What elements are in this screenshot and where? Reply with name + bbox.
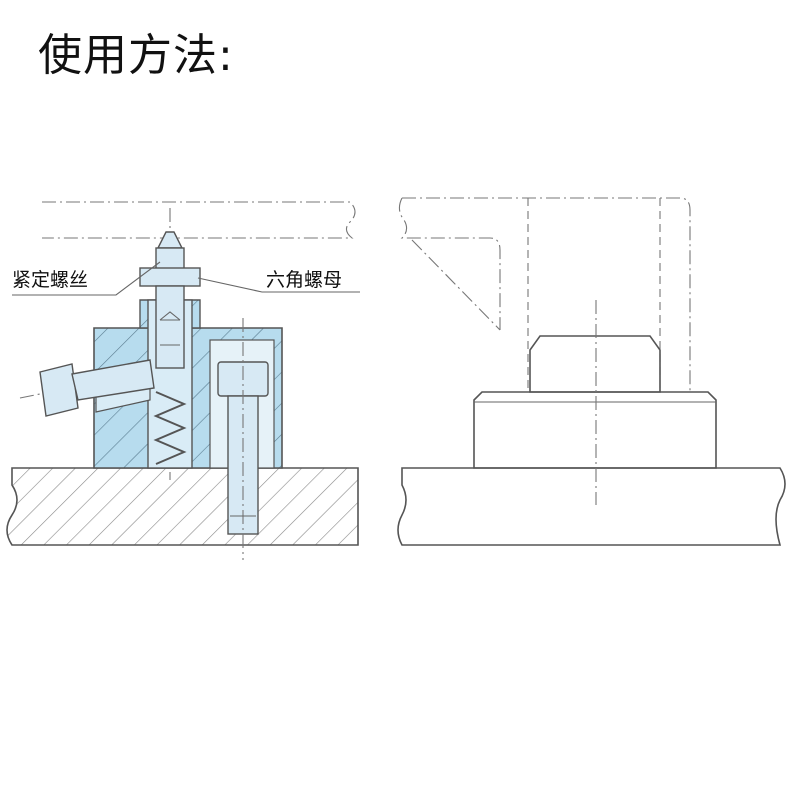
adjuster-top-boss [529, 335, 661, 393]
spring [153, 391, 187, 465]
left-section-view: 紧定螺丝 六角螺母 [6, 201, 360, 560]
set-screw-label: 紧定螺丝 [12, 269, 88, 291]
upper-workpiece-outline [42, 201, 356, 239]
upper-frame-phantom [398, 197, 501, 330]
set-screw-leader [12, 261, 161, 296]
socket-bolt [217, 318, 269, 560]
hex-nut-label: 六角螺母 [266, 269, 342, 291]
base-plate-elevation [397, 467, 786, 546]
side-bolt [19, 359, 155, 417]
page-title: 使用方法: [38, 30, 234, 81]
adjuster-body-elevation [473, 391, 717, 469]
right-elevation-view [397, 197, 786, 546]
base-plate [6, 467, 359, 546]
set-screw [139, 231, 201, 369]
hex-nut-leader [197, 277, 360, 293]
